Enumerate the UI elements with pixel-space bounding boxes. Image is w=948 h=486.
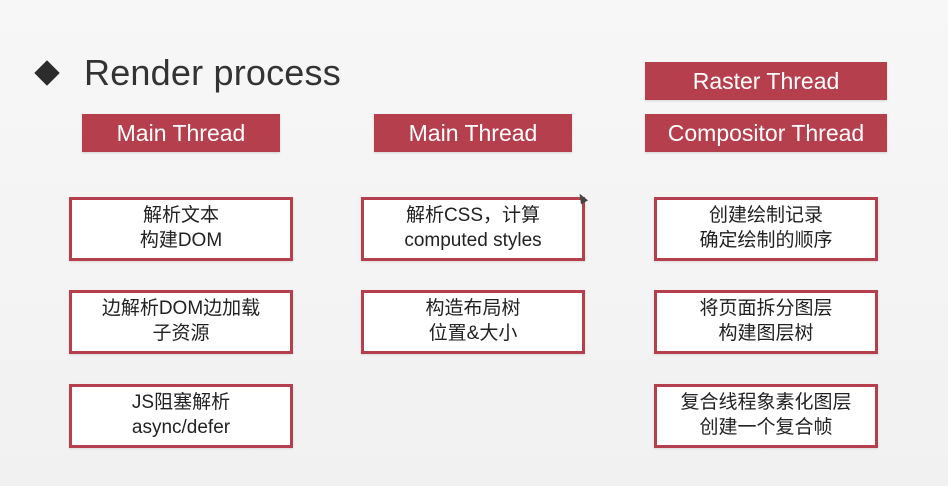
header-main-thread-2: Main Thread — [374, 114, 572, 152]
header-compositor-thread: Compositor Thread — [645, 114, 887, 152]
step-line: 解析CSS，计算 — [405, 205, 541, 227]
step-line: 解析文本 — [142, 205, 219, 227]
diamond-bullet-icon — [34, 60, 60, 86]
title-row: Render process — [34, 52, 341, 94]
step-line: 复合线程象素化图层 — [680, 392, 852, 414]
step-load-subresources: 边解析DOM边加载 子资源 — [69, 290, 293, 354]
header-raster-thread: Raster Thread — [645, 62, 887, 100]
slide-title: Render process — [84, 52, 341, 93]
step-line: 构造布局树 — [425, 298, 521, 320]
step-layer-tree: 将页面拆分图层 构建图层树 — [654, 290, 878, 354]
step-line: 位置&大小 — [428, 323, 518, 344]
step-line: 确定绘制的顺序 — [699, 230, 833, 251]
step-line: 边解析DOM边加载 — [101, 298, 261, 320]
step-line: 构建DOM — [139, 230, 223, 251]
step-layout-tree: 构造布局树 位置&大小 — [361, 290, 585, 354]
step-line: 创建一个复合帧 — [699, 417, 833, 438]
step-paint-records: 创建绘制记录 确定绘制的顺序 — [654, 197, 878, 261]
step-parse-css: 解析CSS，计算 computed styles — [361, 197, 585, 261]
step-line: computed styles — [404, 230, 542, 251]
step-parse-text: 解析文本 构建DOM — [69, 197, 293, 261]
step-line: 子资源 — [152, 323, 210, 344]
step-line: 构建图层树 — [718, 323, 814, 344]
step-line: 将页面拆分图层 — [699, 298, 833, 320]
step-line: JS阻塞解析 — [131, 392, 231, 414]
step-composite-frame: 复合线程象素化图层 创建一个复合帧 — [654, 384, 878, 448]
header-main-thread-1: Main Thread — [82, 114, 280, 152]
step-line: async/defer — [131, 417, 231, 438]
step-line: 创建绘制记录 — [708, 205, 823, 227]
step-js-blocking: JS阻塞解析 async/defer — [69, 384, 293, 448]
